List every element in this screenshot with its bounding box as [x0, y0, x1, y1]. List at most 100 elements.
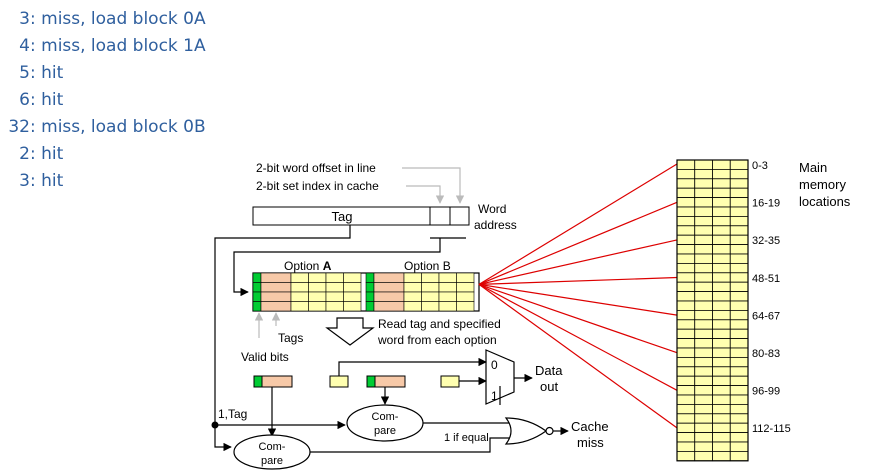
memory-cell — [729, 206, 749, 217]
memory-cell — [676, 366, 696, 377]
memory-cell — [729, 244, 749, 255]
trace-result: : hit — [30, 171, 64, 191]
memory-address-label: 96-99 — [752, 386, 780, 398]
memory-cell — [676, 291, 696, 302]
trace-line: 3: hit — [0, 168, 240, 195]
cache-word-cell — [403, 282, 422, 293]
tag-a — [261, 375, 293, 388]
mapping-line — [478, 283, 678, 429]
memory-cell — [676, 309, 696, 321]
memory-cell — [729, 272, 749, 283]
cache-word-cell — [308, 291, 327, 302]
cache-word-cell — [403, 301, 422, 312]
memory-cell — [694, 394, 713, 405]
valid-bit-b — [366, 375, 376, 388]
cache-word-cell — [343, 272, 362, 283]
mapping-line — [478, 283, 678, 316]
memory-cell — [676, 403, 696, 415]
memory-cell — [712, 178, 731, 189]
memory-cell — [676, 432, 696, 443]
memory-cell — [712, 394, 731, 405]
memory-cell — [694, 187, 713, 198]
cache-word-cell — [343, 291, 362, 302]
memory-cell — [712, 356, 731, 368]
memory-cell — [676, 168, 696, 180]
memory-cell — [676, 356, 696, 368]
memory-cell — [729, 225, 749, 236]
cache-word-cell — [421, 282, 440, 293]
cache-word-cell — [403, 272, 422, 283]
memory-cell — [676, 215, 696, 227]
memory-cell — [676, 450, 696, 462]
cache-valid-bit — [252, 301, 262, 312]
memory-address-label: 80-83 — [752, 348, 780, 360]
memory-address-label: 48-51 — [752, 273, 780, 285]
memory-cell — [676, 187, 696, 198]
cache-miss-label: Cache — [571, 419, 609, 434]
word-a — [329, 375, 349, 388]
cache-word-cell — [343, 301, 362, 312]
main-memory-label: Main — [799, 160, 827, 175]
cache-word-cell — [325, 291, 344, 302]
memory-cell — [676, 225, 696, 236]
cache-valid-bit — [252, 291, 262, 302]
cache-word-cell — [421, 291, 440, 302]
cache-tag-cell — [260, 282, 292, 293]
memory-cell — [676, 422, 696, 434]
cache-valid-bit — [365, 282, 375, 293]
memory-cell — [712, 197, 731, 208]
memory-cell — [694, 215, 713, 227]
word-offset-arrow — [402, 167, 465, 204]
word-address-label: address — [474, 218, 517, 232]
cache-word-cell — [456, 282, 475, 293]
memory-cell — [729, 413, 749, 424]
mapping-line — [478, 201, 678, 285]
memory-cell — [694, 291, 713, 302]
memory-cell — [729, 291, 749, 302]
cache-tag-cell — [260, 291, 292, 302]
memory-cell — [729, 234, 749, 245]
memory-cell — [694, 450, 713, 462]
memory-cell — [694, 281, 713, 293]
memory-cell — [712, 206, 731, 217]
cache-word-cell — [325, 272, 344, 283]
memory-cell — [694, 253, 713, 264]
trace-line: 32: miss, load block 0B — [0, 114, 240, 141]
memory-cell — [729, 375, 749, 387]
cache-tag-cell — [373, 272, 405, 283]
main-memory-label: memory — [799, 177, 846, 192]
compare-top-label: Com- — [372, 411, 399, 423]
trace-line: 5: hit — [0, 60, 240, 87]
memory-cell — [712, 403, 731, 415]
memory-cell — [712, 347, 731, 358]
memory-cell — [676, 328, 696, 340]
memory-cell — [676, 319, 696, 330]
word-b — [440, 375, 460, 388]
trace-result: : hit — [30, 90, 64, 110]
memory-cell — [712, 422, 731, 434]
cache-word-cell — [438, 291, 457, 302]
trace-result: : miss, load block 0B — [30, 117, 206, 137]
multiplexer — [485, 349, 515, 405]
memory-cell — [676, 272, 696, 283]
cache-tag-cell — [373, 301, 405, 312]
trace-address: 6 — [19, 90, 30, 110]
data-out-label: Data — [535, 363, 563, 378]
memory-cell — [712, 168, 731, 180]
cache-tag-cell — [260, 272, 292, 283]
one-tag-label: 1,Tag — [218, 407, 247, 421]
cache-tag-cell — [373, 291, 405, 302]
cache-valid-bit — [365, 301, 375, 312]
memory-cell — [694, 366, 713, 377]
tag-field-label: Tag — [332, 209, 353, 224]
cache-valid-bit — [365, 291, 375, 302]
data-out-label: out — [540, 379, 558, 394]
memory-cell — [694, 159, 713, 170]
tag-path — [214, 225, 351, 425]
memory-cell — [712, 385, 731, 396]
memory-cell — [729, 366, 749, 377]
memory-cell — [729, 347, 749, 358]
trace-result: : hit — [30, 63, 64, 83]
